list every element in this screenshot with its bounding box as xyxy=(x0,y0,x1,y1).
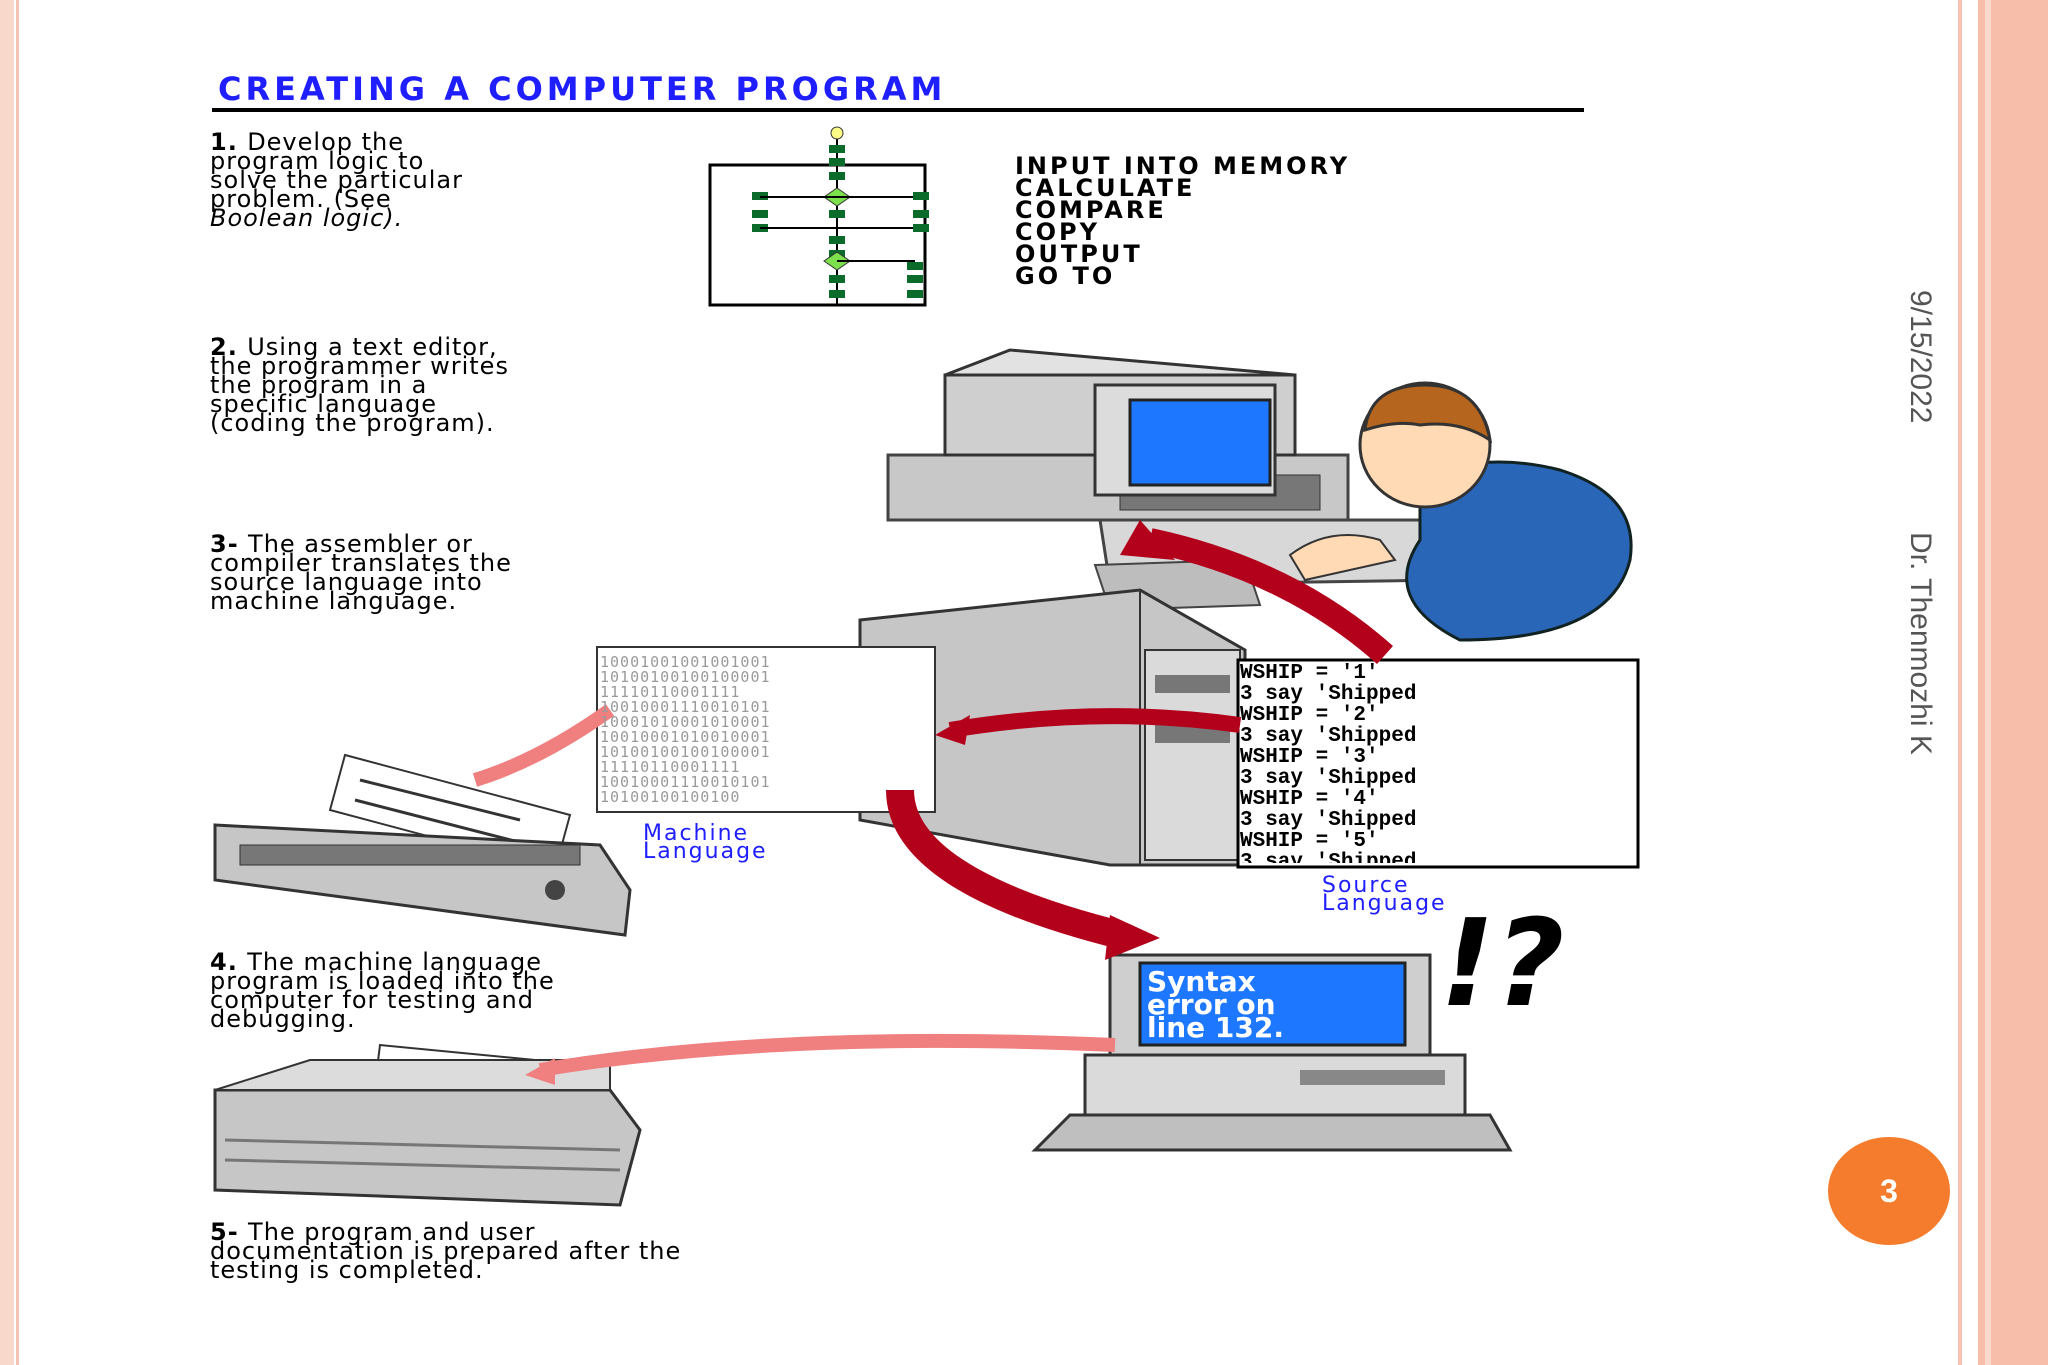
step-1-number: 1 xyxy=(210,128,228,156)
frame-left-band xyxy=(0,0,14,1365)
syntax-error-message: Syntax error on line 132. xyxy=(1147,965,1284,1044)
step-2-number: 2 xyxy=(210,333,228,361)
step-5-text: 5- The program and user documentation is… xyxy=(210,1218,682,1284)
dot-matrix-printer-image xyxy=(213,753,632,937)
machine-language-caption: Machine Language xyxy=(643,821,768,864)
frame-left-line xyxy=(16,0,19,1365)
desktop-computer-image xyxy=(886,348,1447,612)
operation-item: INPUT INTO MEMORY xyxy=(1015,152,1351,180)
operations-list: INPUT INTO MEMORY CALCULATE COMPARE COPY… xyxy=(1015,152,1351,290)
page-title: CREATING A COMPUTER PROGRAM xyxy=(218,70,947,108)
step-3-number: 3 xyxy=(210,530,228,558)
flowchart-diagram xyxy=(708,126,929,307)
operation-item: CALCULATE xyxy=(1015,174,1196,202)
operation-item: COPY xyxy=(1015,218,1100,246)
source-code-sheet xyxy=(1236,658,1640,869)
step-3-text: 3- The assembler or compiler translates … xyxy=(210,530,512,615)
step-4-number: 4 xyxy=(210,948,228,976)
slide-author: Dr. Thenmozhi K xyxy=(1904,531,1937,755)
slide-date: 9/15/2022 xyxy=(1904,290,1937,424)
machine-language-sheet xyxy=(596,646,936,813)
page-number-badge: 3 xyxy=(1828,1137,1950,1245)
title-underline xyxy=(212,108,1584,112)
frame-right-line xyxy=(1958,0,1962,1365)
test-computer-image xyxy=(1031,953,1513,1152)
source-language-caption: Source Language xyxy=(1322,873,1447,916)
exclaim-question-mark: !? xyxy=(1440,895,1565,1034)
operation-item: OUTPUT xyxy=(1015,240,1143,268)
source-code-text: WSHIP = '1' 3 say 'Shipped WSHIP = '2' 3… xyxy=(1240,663,1417,863)
operation-item: COMPARE xyxy=(1015,196,1167,224)
programmer-figure xyxy=(1288,381,1633,642)
operation-item: GO TO xyxy=(1015,262,1116,290)
step-1-text: 1. Develop the program logic to solve th… xyxy=(210,128,464,232)
step-5-number: 5 xyxy=(210,1218,228,1246)
slide-footer: 9/15/2022 Dr. Thenmozhi K xyxy=(1903,290,1937,755)
machine-code-text: 10001001001001001 10100100100100001 1111… xyxy=(600,653,771,806)
laser-printer-image xyxy=(213,1043,642,1207)
frame-right-band-highlight xyxy=(1985,0,1991,1365)
step-2-text: 2. Using a text editor, the programmer w… xyxy=(210,333,509,437)
computer-tower-image xyxy=(858,588,1247,867)
step-4-text: 4. The machine language program is loade… xyxy=(210,948,555,1033)
flow-arrows xyxy=(472,520,1393,1085)
